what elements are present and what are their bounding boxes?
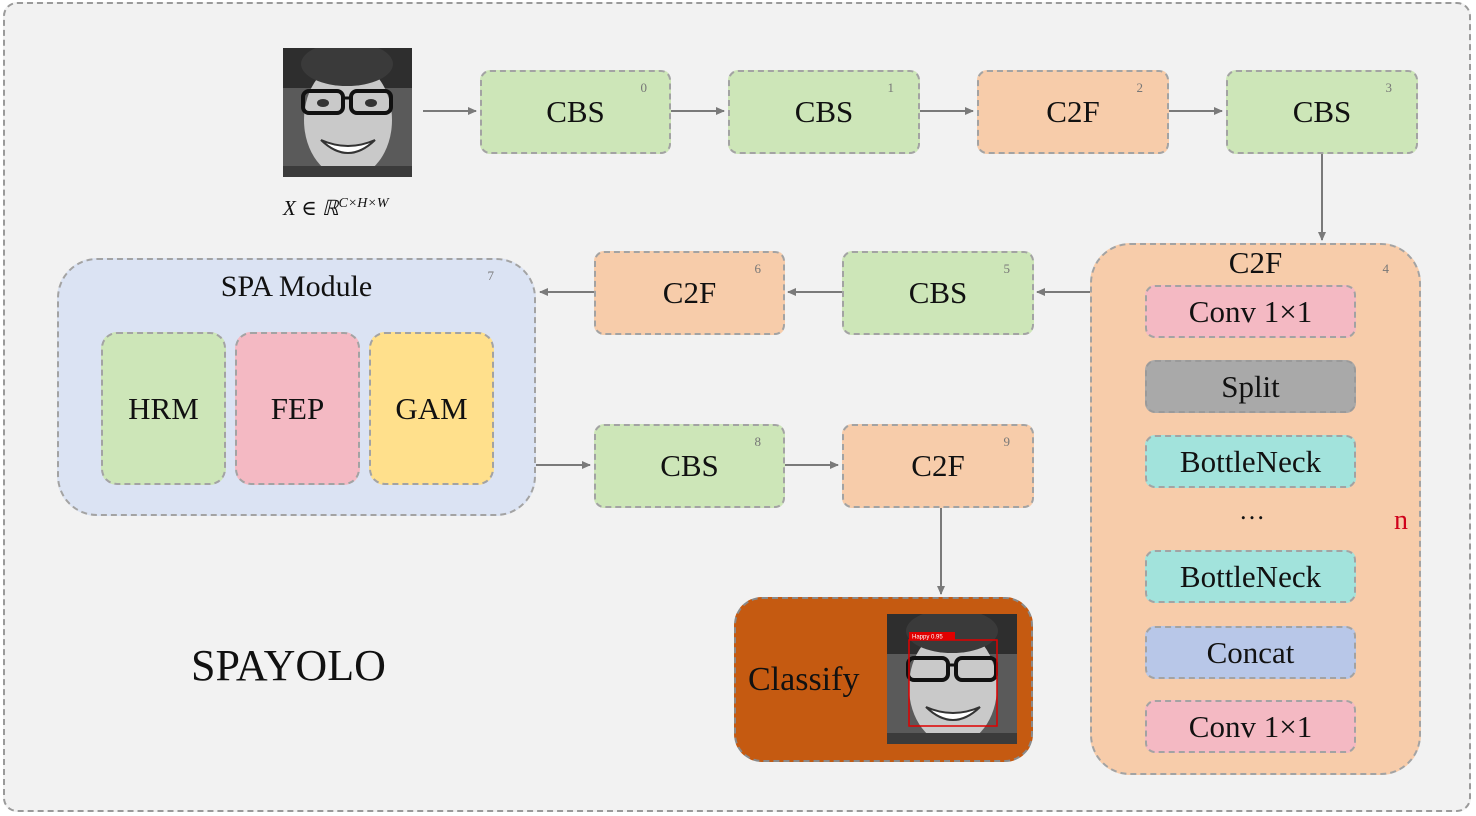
block-index: 1: [887, 80, 895, 95]
model-name: SPAYOLO: [191, 641, 386, 690]
spa-module-title: SPA Module: [220, 270, 373, 303]
fep-label: FEP: [270, 390, 325, 426]
input-formula-var: X ∈ ℝ: [283, 196, 339, 220]
input-formula-sup: C×H×W: [338, 196, 389, 211]
cbs-block-5: CBS 5: [842, 251, 1034, 335]
block-label: CBS: [908, 275, 968, 310]
classify-label: Classify: [748, 660, 860, 698]
repeat-n-label: n: [1394, 505, 1408, 536]
conv-top-label: Conv 1×1: [1188, 293, 1313, 329]
block-label: C2F: [662, 275, 717, 310]
input-face-image: [283, 48, 412, 177]
cbs-block-3: CBS 3: [1226, 70, 1418, 154]
conv-bottom-block: Conv 1×1: [1145, 700, 1356, 753]
fep-block: FEP: [235, 332, 360, 485]
concat-block: Concat: [1145, 626, 1356, 679]
block-label: CBS: [1292, 94, 1352, 129]
block-label: CBS: [794, 94, 854, 129]
cbs-block-0: CBS 0: [480, 70, 671, 154]
output-face-image: Happy 0.95: [887, 614, 1017, 744]
conv-top-block: Conv 1×1: [1145, 285, 1356, 338]
block-label: CBS: [546, 94, 605, 129]
concat-label: Concat: [1206, 634, 1295, 670]
input-formula: X ∈ ℝC×H×W: [283, 196, 389, 221]
detection-tag-bg: [909, 632, 955, 640]
gam-block: GAM: [369, 332, 494, 485]
block-index: 6: [754, 261, 762, 276]
cbs-block-8: CBS 8: [594, 424, 785, 508]
block-index: 8: [754, 434, 762, 449]
bottleneck-1-label: BottleNeck: [1179, 443, 1322, 479]
bottleneck-ellipsis: …: [1239, 496, 1265, 525]
block-index: 7: [487, 268, 495, 283]
c2f-detail-title: C2F: [1228, 245, 1283, 280]
block-index: 9: [1003, 434, 1011, 449]
bottleneck-2-label: BottleNeck: [1179, 558, 1322, 594]
detection-tag: Happy 0.95: [912, 635, 943, 641]
cbs-block-1: CBS 1: [728, 70, 920, 154]
conv-bottom-label: Conv 1×1: [1188, 708, 1313, 744]
block-index: 3: [1385, 80, 1393, 95]
split-label: Split: [1221, 368, 1280, 404]
block-index: 4: [1382, 261, 1390, 276]
c2f-block-9: C2F 9: [842, 424, 1034, 508]
block-label: C2F: [911, 448, 965, 483]
c2f-block-2: C2F 2: [977, 70, 1169, 154]
bottleneck-block-2: BottleNeck: [1145, 550, 1356, 603]
block-label: C2F: [1046, 94, 1100, 129]
split-block: Split: [1145, 360, 1356, 413]
bottleneck-block-1: BottleNeck: [1145, 435, 1356, 488]
hrm-label: HRM: [128, 390, 199, 426]
block-index: 5: [1003, 261, 1011, 276]
block-index: 2: [1136, 80, 1144, 95]
c2f-block-6: C2F 6: [594, 251, 785, 335]
hrm-block: HRM: [101, 332, 226, 485]
spa-module: SPA Module 7 HRM FEP GAM: [57, 258, 536, 516]
gam-label: GAM: [395, 390, 468, 426]
block-label: CBS: [660, 448, 719, 483]
block-index: 0: [640, 80, 648, 95]
